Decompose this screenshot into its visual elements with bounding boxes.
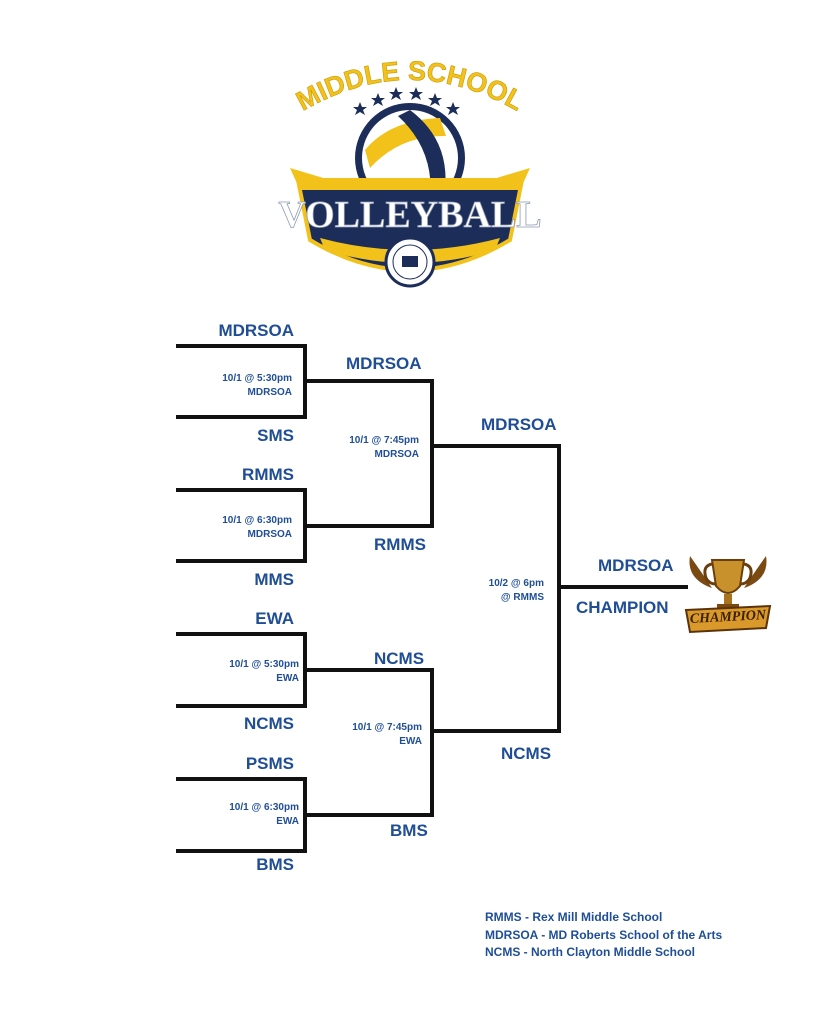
final-top-team: MDRSOA (481, 415, 557, 434)
r1-m4-top-team: PSMS (245, 754, 294, 773)
final-host: @ RMMS (500, 592, 544, 603)
r1-m3-bottom-team: NCMS (243, 714, 294, 733)
champion-team: MDRSOA (598, 556, 674, 575)
r2-m2-top-team: NCMS (374, 649, 425, 668)
r1-m2-host: MDRSOA (247, 529, 292, 540)
final-bottom-team: NCMS (501, 744, 552, 763)
final-date: 10/2 @ 6pm (488, 578, 544, 589)
r1-m1-date: 10/1 @ 5:30pm (222, 373, 292, 384)
r1-m3-date: 10/1 @ 5:30pm (229, 659, 299, 670)
star-icons (353, 87, 460, 115)
r1-m4-date: 10/1 @ 6:30pm (229, 802, 299, 813)
volleyball-logo-graphic: MIDDLE SCHOOL VOLLEYBALL (278, 56, 542, 288)
r1-m1-bottom-team: SMS (257, 426, 294, 445)
legend-item: RMMS - Rex Mill Middle School (485, 910, 663, 924)
r1-m3-top-team: EWA (255, 609, 294, 628)
r2-m1-date: 10/1 @ 7:45pm (349, 435, 419, 446)
logo: MIDDLE SCHOOL VOLLEYBALL (270, 40, 550, 290)
legend: RMMS - Rex Mill Middle School MDRSOA - M… (485, 909, 722, 962)
legend-item: MDRSOA - MD Roberts School of the Arts (485, 927, 723, 942)
champion-label: CHAMPION (576, 598, 669, 617)
r1-m2-date: 10/1 @ 6:30pm (222, 515, 292, 526)
r2-m2-date: 10/1 @ 7:45pm (352, 722, 422, 733)
logo-main-text: VOLLEYBALL (278, 194, 541, 236)
r1-m1-host: MDRSOA (247, 387, 292, 398)
r1-m2-top-team: RMMS (242, 465, 294, 484)
r1-m1-top-team: MDRSOA (218, 321, 294, 340)
trophy-icon: CHAMPION (682, 548, 774, 638)
r1-m2-bottom-team: MMS (254, 570, 294, 589)
r2-m1-top-team: MDRSOA (346, 354, 422, 373)
r1-m4-host: EWA (276, 816, 299, 827)
r2-m2-bottom-team: BMS (390, 821, 428, 840)
r1-m4-bottom-team: BMS (256, 855, 294, 874)
r1-m3-host: EWA (276, 673, 299, 684)
r2-m1-bottom-team: RMMS (374, 535, 426, 554)
legend-item: NCMS - North Clayton Middle School (485, 945, 695, 959)
r2-m2-host: EWA (399, 736, 422, 747)
r2-m1-host: MDRSOA (374, 449, 419, 460)
